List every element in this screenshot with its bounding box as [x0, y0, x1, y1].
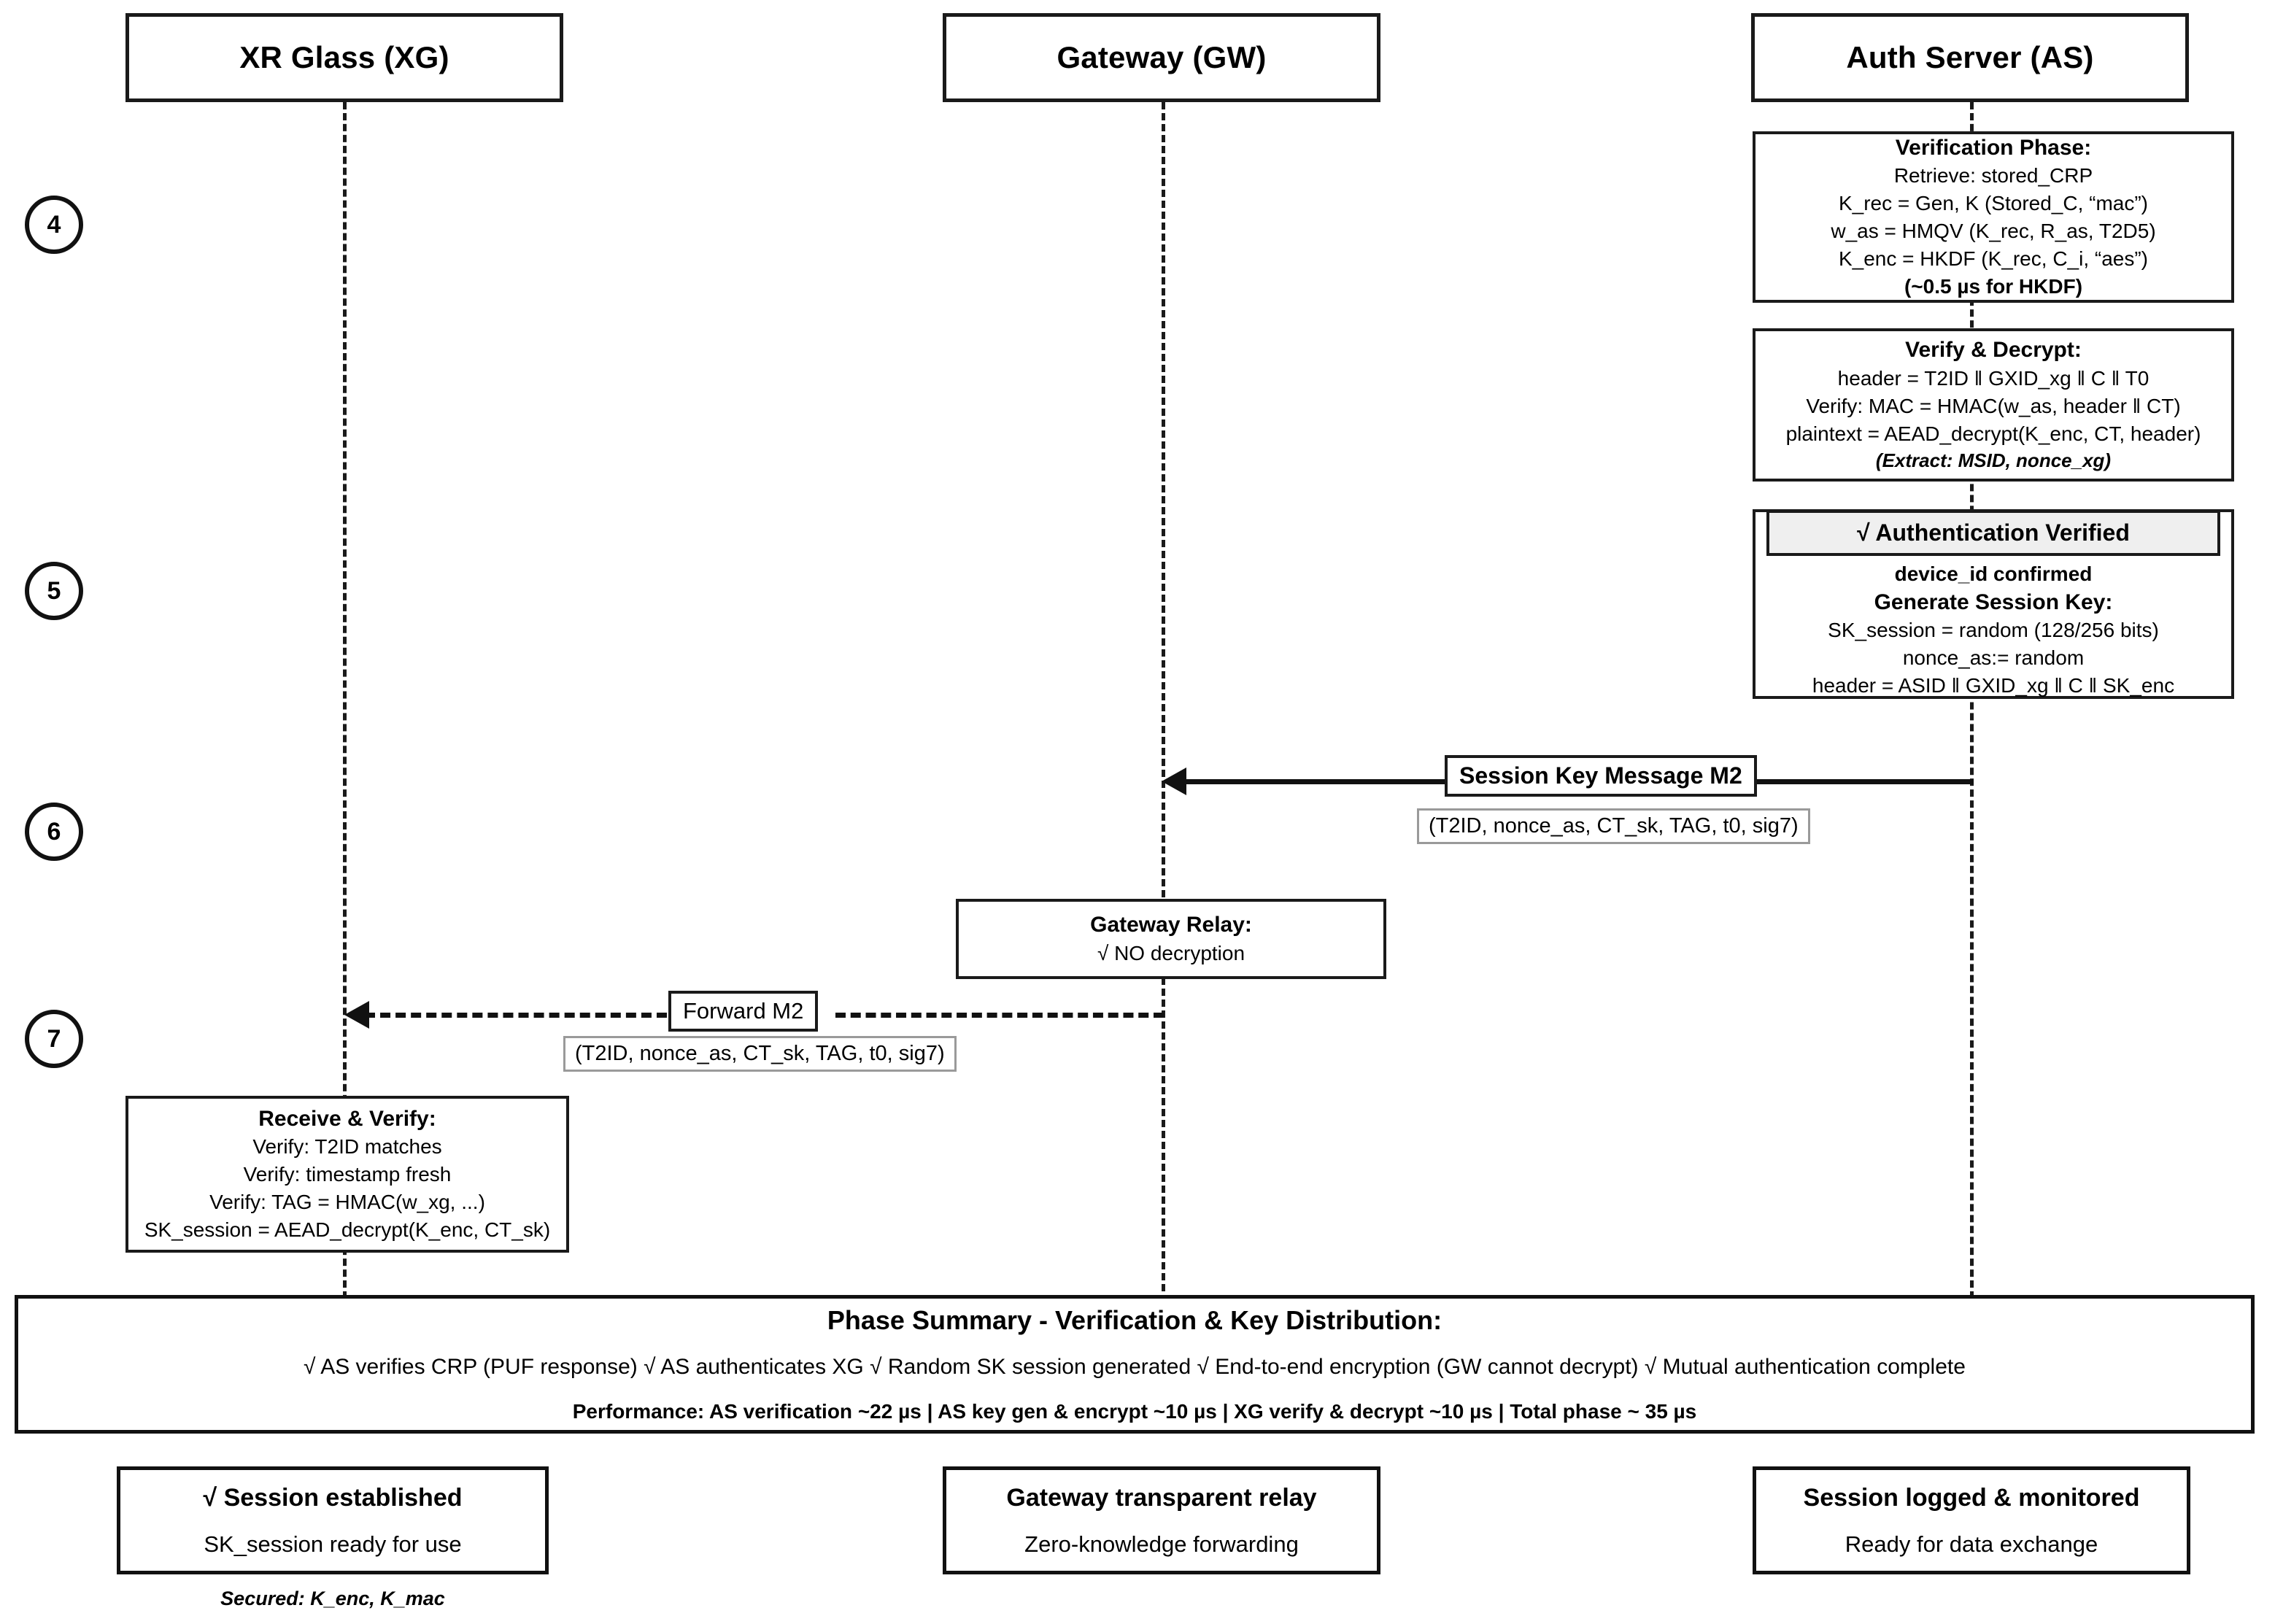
note-line: K_enc = HKDF (K_rec, C_i, “aes”) — [1838, 247, 2149, 271]
step-marker-7: 7 — [25, 1010, 83, 1068]
note-line: Verify: T2ID matches — [252, 1135, 442, 1159]
lifeline-xg — [343, 102, 347, 1299]
message-arrow-forward-m2-right — [835, 1013, 1164, 1018]
lifeline-gw — [1162, 102, 1165, 1291]
actor-header-as: Auth Server (AS) — [1751, 13, 2189, 102]
footer-subtitle-as: Ready for data exchange — [1845, 1531, 2098, 1557]
note-line: header = ASID ‖ GXID_xg ‖ C ‖ SK_enc — [1812, 674, 2175, 697]
note-subtitle: device_id confirmed — [1894, 562, 2093, 585]
note-title: Gateway Relay: — [1090, 913, 1252, 937]
actor-header-xg: XR Glass (XG) — [125, 13, 563, 102]
footer-subtitle-xg: SK_session ready for use — [204, 1531, 462, 1557]
phase-summary-panel: Phase Summary - Verification & Key Distr… — [15, 1295, 2255, 1434]
actor-label-xg: XR Glass (XG) — [239, 40, 449, 74]
message-payload-m2: (T2ID, nonce_as, CT_sk, TAG, t0, sig7) — [1417, 808, 1810, 844]
note-title: Receive & Verify: — [258, 1106, 436, 1131]
note-line: Retrieve: stored_CRP — [1893, 164, 2093, 187]
message-label-forward-m2: Forward M2 — [668, 991, 819, 1032]
note-line: Verify: TAG = HMAC(w_xg, ...) — [209, 1191, 485, 1214]
phase-summary-checks: √ AS verifies CRP (PUF response) √ AS au… — [304, 1355, 1966, 1379]
note-verify-decrypt: Verify & Decrypt: header = T2ID ‖ GXID_x… — [1753, 328, 2234, 482]
note-line: header = T2ID ‖ GXID_xg ‖ C ‖ T0 — [1837, 367, 2150, 390]
note-title: Verification Phase: — [1895, 135, 2092, 160]
step-number-4: 4 — [47, 210, 61, 239]
step-marker-5: 5 — [25, 562, 83, 620]
note-footer: (~0.5 µs for HKDF) — [1904, 275, 2083, 298]
status-badge-authentication-verified: √ Authentication Verified — [1766, 509, 2220, 556]
step-marker-6: 6 — [25, 803, 83, 861]
note-receive-verify: Receive & Verify: Verify: T2ID matches V… — [125, 1096, 569, 1253]
footer-title-as: Session logged & monitored — [1803, 1483, 2140, 1512]
phase-summary-performance: Performance: AS verification ~22 µs | AS… — [572, 1400, 1697, 1423]
actor-label-as: Auth Server (AS) — [1846, 40, 2094, 74]
footer-box-as: Session logged & monitored Ready for dat… — [1753, 1466, 2190, 1574]
message-label-m2: Session Key Message M2 — [1445, 755, 1757, 797]
note-title: Generate Session Key: — [1874, 589, 2113, 614]
footer-box-xg: √ Session established SK_session ready f… — [117, 1466, 549, 1574]
footer-subtitle-gw: Zero-knowledge forwarding — [1024, 1531, 1299, 1557]
step-number-5: 5 — [47, 576, 61, 605]
step-number-7: 7 — [47, 1024, 61, 1053]
message-arrow-forward-m2-left — [365, 1013, 667, 1018]
note-authentication-verified: √ Authentication Verified device_id conf… — [1753, 509, 2234, 699]
note-footer: (Extract: MSID, nonce_xg) — [1875, 449, 2112, 472]
actor-label-gw: Gateway (GW) — [1057, 40, 1267, 74]
note-gateway-relay: Gateway Relay: √ NO decryption — [956, 899, 1386, 979]
note-line: plaintext = AEAD_decrypt(K_enc, CT, head… — [1785, 422, 2201, 446]
footer-title-gw: Gateway transparent relay — [1006, 1483, 1317, 1512]
note-title: Verify & Decrypt: — [1905, 338, 2082, 363]
footer-secured-note-xg: Secured: K_enc, K_mac — [220, 1588, 445, 1609]
message-payload-forward-m2: (T2ID, nonce_as, CT_sk, TAG, t0, sig7) — [563, 1036, 957, 1072]
note-line: SK_session = AEAD_decrypt(K_enc, CT_sk) — [144, 1218, 551, 1242]
note-line: w_as = HMQV (K_rec, R_as, T2D5) — [1831, 220, 2156, 243]
lifeline-as — [1970, 102, 1974, 1299]
step-number-6: 6 — [47, 817, 61, 846]
note-line: Verify: timestamp fresh — [243, 1163, 452, 1186]
footer-box-gw: Gateway transparent relay Zero-knowledge… — [943, 1466, 1380, 1574]
step-marker-4: 4 — [25, 196, 83, 254]
actor-header-gw: Gateway (GW) — [943, 13, 1380, 102]
note-line: SK_session = random (128/256 bits) — [1828, 619, 2159, 642]
footer-title-xg: √ Session established — [203, 1483, 463, 1512]
note-verification-phase: Verification Phase: Retrieve: stored_CRP… — [1753, 131, 2234, 303]
arrowhead-forward-m2 — [344, 1001, 369, 1029]
note-line: Verify: MAC = HMAC(w_as, header ‖ CT) — [1806, 395, 2181, 418]
note-line: nonce_as:= random — [1902, 646, 2085, 670]
arrowhead-m2 — [1162, 767, 1186, 795]
note-line: √ NO decryption — [1097, 941, 1245, 964]
phase-summary-heading: Phase Summary - Verification & Key Distr… — [827, 1305, 1442, 1335]
note-line: K_rec = Gen, K (Stored_C, “mac”) — [1838, 192, 2149, 215]
